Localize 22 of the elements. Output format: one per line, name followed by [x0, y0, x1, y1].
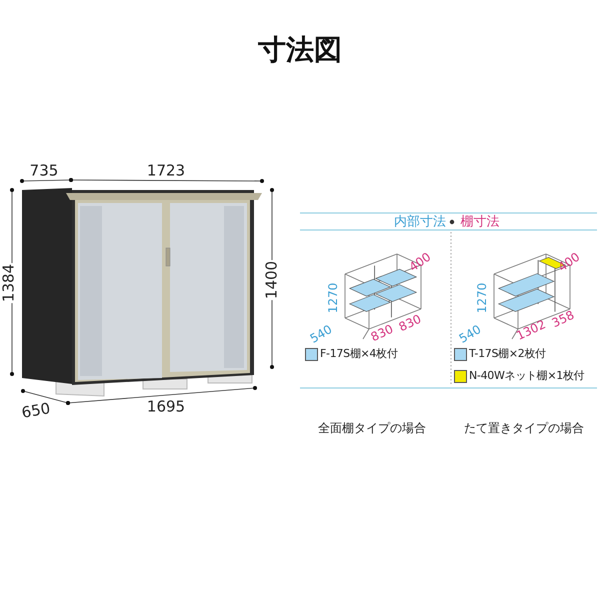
- dimension-label: 830: [369, 322, 395, 344]
- dimension-label: 1723: [146, 164, 186, 178]
- dimension-label: 540: [308, 323, 334, 345]
- dimension-label: 735: [30, 164, 58, 178]
- legend-text: T-17S棚×2枚付: [469, 348, 546, 359]
- legend-text: N-40Wネット棚×1枚付: [469, 370, 584, 381]
- dimension-label: 540: [457, 323, 483, 345]
- title: 寸法図: [258, 36, 342, 64]
- dimension-label: 1302: [514, 318, 548, 342]
- panel-heading: 内部寸法: [394, 216, 446, 228]
- caption: 全面棚タイプの場合: [318, 422, 426, 434]
- dimension-label: 1270: [327, 282, 339, 314]
- dimension-label: 830: [397, 312, 423, 334]
- dimension-label: 1695: [146, 400, 186, 414]
- dimension-label: 400: [407, 250, 433, 274]
- legend-text: F-17S棚×4枚付: [320, 348, 398, 359]
- caption: たて置きタイプの場合: [464, 422, 584, 434]
- dimension-label: 358: [550, 308, 576, 330]
- panel-heading: 棚寸法: [460, 216, 500, 228]
- dimension-label: 650: [20, 401, 52, 421]
- dimension-label: 1270: [476, 282, 488, 314]
- dimension-label: 400: [556, 250, 582, 274]
